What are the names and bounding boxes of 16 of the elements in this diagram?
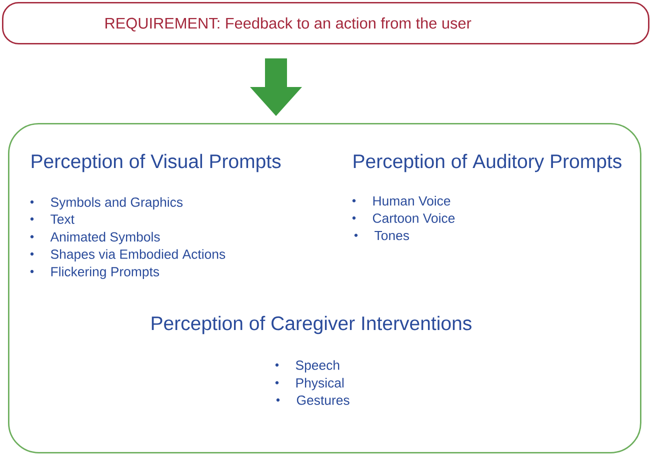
list-item: Flickering Prompts [51,266,160,279]
list-item: Tones [374,230,410,240]
block-arrow [250,58,302,116]
list-item: Shapes via Embodied Actions [50,249,226,262]
section-heading: Perception of Visual Prompts [32,154,281,172]
section-heading: Perception of Auditory Prompts [354,154,622,172]
list-item: Symbols and Graphics [50,197,183,210]
list-item: Text [50,214,74,224]
list-item: Animated Symbols [50,232,160,244]
section-heading: Perception of Caregiver Interventions [152,316,472,334]
list-item: Physical [296,378,344,390]
requirement-box: REQUIREMENT: Feedback to an action from the user [2,2,650,44]
list-item: Cartoon Voice [372,213,455,223]
list-item: Human Voice [373,196,450,206]
list-item: Gestures [296,396,350,405]
list-item: Speech [296,360,340,372]
